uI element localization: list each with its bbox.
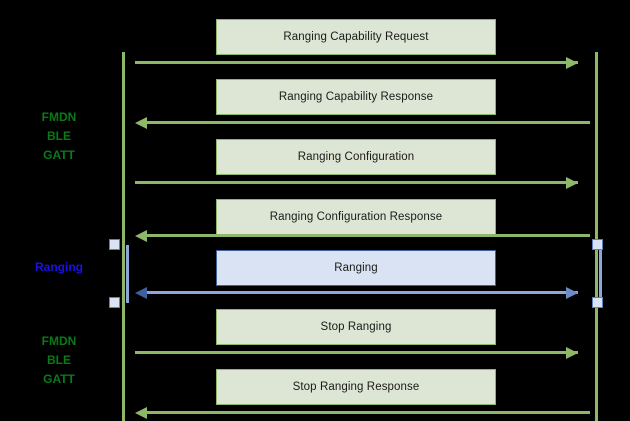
message-box-ranging-capability-request[interactable]: Ranging Capability Request (216, 19, 496, 55)
arrow-line-ranging-capability-request (135, 61, 578, 64)
message-label: Stop Ranging (320, 321, 392, 333)
arrow-line-ranging (147, 291, 578, 294)
arrow-head-right-ranging (566, 286, 578, 299)
message-box-ranging-capability-response[interactable]: Ranging Capability Response (216, 79, 496, 115)
phase-label-ranging: Ranging (35, 260, 83, 274)
arrow-head-left-ranging-configuration-response (135, 229, 147, 242)
arrow-line-stop-ranging-response (147, 411, 590, 414)
arrow-head-right-stop-ranging (566, 346, 578, 359)
lifeline-left (122, 52, 125, 421)
message-label: Ranging (334, 262, 378, 274)
arrow-head-left-ranging-capability-response (135, 116, 147, 129)
phase-label-fmdn-ble-gatt-bottom: FMDN BLE GATT (41, 334, 77, 386)
message-label: Stop Ranging Response (292, 381, 420, 393)
activation-end-right (592, 297, 603, 308)
message-label: Ranging Capability Response (278, 91, 434, 103)
activation-start-left (109, 239, 120, 250)
arrow-head-right-ranging-configuration (566, 176, 578, 189)
message-label: Ranging Configuration (297, 151, 415, 163)
message-box-stop-ranging-response[interactable]: Stop Ranging Response (216, 369, 496, 405)
message-box-stop-ranging[interactable]: Stop Ranging (216, 309, 496, 345)
activation-bar-left (126, 245, 129, 303)
activation-start-right (592, 239, 603, 250)
lifeline-right (595, 52, 598, 421)
arrow-head-right-ranging-capability-request (566, 56, 578, 69)
arrow-line-ranging-configuration-response (147, 234, 590, 237)
activation-bar-right (599, 245, 602, 303)
message-box-ranging[interactable]: Ranging (216, 250, 496, 286)
message-box-ranging-configuration[interactable]: Ranging Configuration (216, 139, 496, 175)
arrow-line-ranging-configuration (135, 181, 578, 184)
message-box-ranging-configuration-response[interactable]: Ranging Configuration Response (216, 199, 496, 235)
phase-label-fmdn-ble-gatt-top: FMDN BLE GATT (41, 110, 77, 162)
message-label: Ranging Capability Request (283, 31, 429, 43)
arrow-line-stop-ranging (135, 351, 578, 354)
arrow-head-left-ranging (135, 286, 147, 299)
activation-end-left (109, 297, 120, 308)
message-label: Ranging Configuration Response (269, 211, 443, 223)
arrow-line-ranging-capability-response (147, 121, 590, 124)
arrow-head-left-stop-ranging-response (135, 406, 147, 419)
